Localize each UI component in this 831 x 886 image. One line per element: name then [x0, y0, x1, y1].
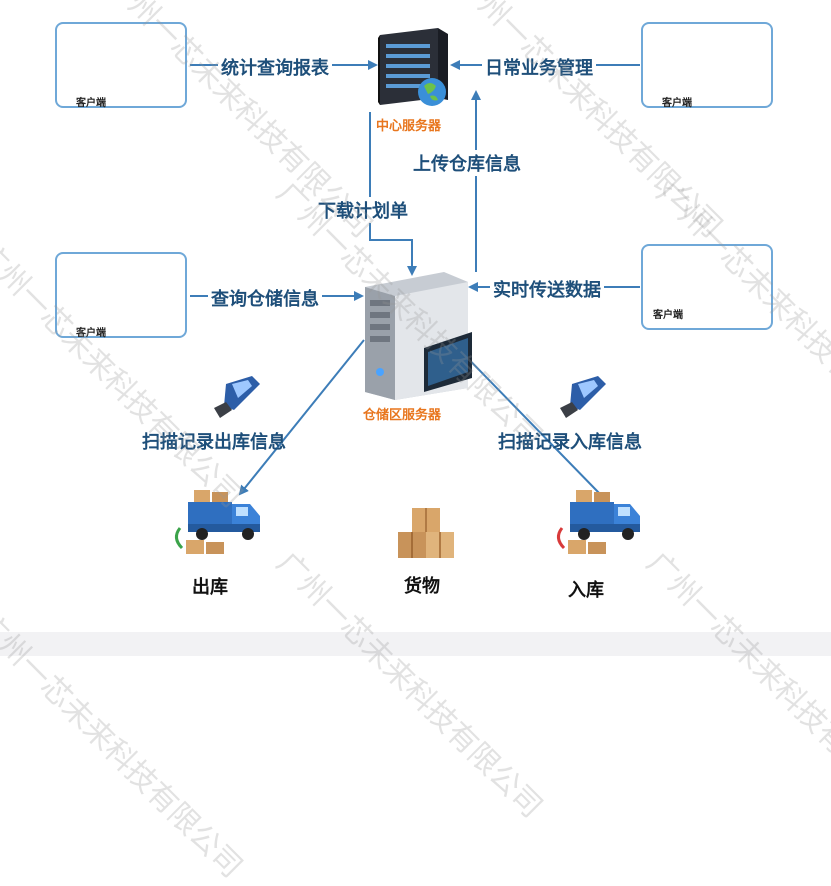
label-scan-outbound: 扫描记录出库信息 — [142, 432, 286, 453]
client-box-mid-left[interactable] — [55, 252, 187, 338]
label-query-storage-info: 查询仓储信息 — [208, 285, 322, 311]
client-label-top-left: 客户端 — [76, 98, 106, 109]
label-inbound: 入库 — [568, 580, 604, 601]
client-label-mid-right: 客户端 — [653, 310, 683, 321]
cargo-boxes-icon — [398, 508, 454, 558]
label-stats-query-report: 统计查询报表 — [218, 54, 332, 80]
label-scan-inbound: 扫描记录入库信息 — [498, 432, 642, 453]
label-outbound: 出库 — [192, 577, 228, 598]
label-download-plan: 下载计划单 — [315, 197, 411, 223]
label-central-server: 中心服务器 — [376, 119, 442, 134]
scanner-icon-right — [560, 376, 606, 418]
truck-icon-outbound — [175, 490, 260, 554]
central-server-icon — [378, 28, 448, 106]
client-box-top-left[interactable] — [55, 22, 187, 108]
arrow-scan-inbound — [448, 338, 601, 495]
client-box-top-right[interactable] — [641, 22, 773, 108]
arrow-scan-outbound — [238, 339, 365, 496]
client-label-top-right: 客户端 — [662, 98, 692, 109]
label-realtime-data: 实时传送数据 — [490, 276, 604, 302]
label-daily-business: 日常业务管理 — [482, 54, 596, 80]
scanner-icon-left — [214, 376, 260, 418]
arrow-download-plan — [369, 112, 417, 276]
label-cargo: 货物 — [404, 576, 440, 597]
truck-icon-inbound — [557, 490, 640, 554]
client-box-mid-right[interactable] — [641, 244, 773, 330]
bottom-strip — [0, 632, 831, 656]
label-storage-server: 仓储区服务器 — [363, 408, 442, 423]
storage-server-icon — [365, 272, 472, 400]
label-upload-warehouse-info: 上传仓库信息 — [410, 150, 524, 176]
client-label-mid-left: 客户端 — [76, 328, 106, 339]
